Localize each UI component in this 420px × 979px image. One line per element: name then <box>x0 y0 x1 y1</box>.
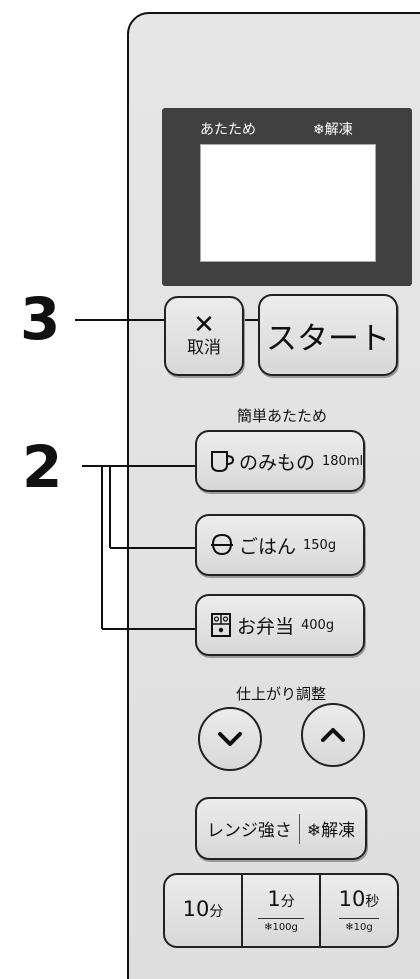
defrost-label: ❄解凍 <box>306 821 356 841</box>
ten-second-button[interactable]: 10秒 ❄10g <box>319 875 397 946</box>
one-minute-value: 1 <box>267 887 281 911</box>
bento-button[interactable]: お弁当 400g <box>195 594 365 656</box>
adjust-up-button[interactable] <box>301 703 365 767</box>
time-button-group: 10分 1分 ❄100g 10秒 ❄10g <box>163 873 399 948</box>
ten-second-defrost-weight: ❄10g <box>339 918 379 934</box>
rice-bowl-icon <box>211 533 233 556</box>
cancel-button[interactable]: ✕ 取消 <box>164 296 244 376</box>
power-separator <box>298 813 300 844</box>
finish-adjust-title: 仕上がり調整 <box>236 685 327 703</box>
cancel-x-icon: ✕ <box>193 310 215 340</box>
drink-amount: 180ml <box>322 453 364 469</box>
cup-icon <box>211 451 235 473</box>
one-minute-value-wrap: 1分 <box>267 887 294 914</box>
display-screen <box>200 144 376 262</box>
callout-number-2: 2 <box>22 433 63 501</box>
cancel-label: 取消 <box>187 338 221 358</box>
chevron-down-icon <box>218 732 242 746</box>
one-minute-unit: 分 <box>280 894 295 910</box>
ten-second-value-wrap: 10秒 <box>339 887 380 914</box>
ten-second-value: 10 <box>338 887 366 911</box>
display-unit: あたため ❄解凍 <box>162 108 412 286</box>
quick-heat-title: 簡単あたため <box>237 407 328 425</box>
ten-minute-unit: 分 <box>209 904 224 920</box>
adjust-down-button[interactable] <box>198 707 262 771</box>
rice-amount: 150g <box>303 537 337 553</box>
power-defrost-button[interactable]: レンジ強さ ❄解凍 <box>195 797 367 860</box>
rice-button[interactable]: ごはん 150g <box>195 514 365 576</box>
drink-button[interactable]: のみもの 180ml <box>195 430 365 492</box>
ten-minute-button[interactable]: 10分 <box>165 875 241 946</box>
start-button[interactable]: スタート <box>258 294 398 376</box>
ten-minute-value-wrap: 10分 <box>183 897 224 924</box>
ten-minute-value: 10 <box>182 897 210 921</box>
one-minute-button[interactable]: 1分 ❄100g <box>241 875 319 946</box>
bento-icon <box>211 613 231 637</box>
one-minute-defrost-weight: ❄100g <box>258 918 304 934</box>
chevron-up-icon <box>321 728 345 742</box>
rice-label: ごはん <box>239 535 297 558</box>
ten-second-unit: 秒 <box>365 894 380 910</box>
drink-label: のみもの <box>239 451 316 474</box>
display-heat-label: あたため <box>200 122 256 138</box>
bento-label: お弁当 <box>237 615 295 638</box>
power-label: レンジ強さ <box>206 821 292 841</box>
bento-amount: 400g <box>301 617 335 633</box>
callout-number-3: 3 <box>20 285 61 353</box>
display-defrost-label: ❄解凍 <box>313 122 353 138</box>
